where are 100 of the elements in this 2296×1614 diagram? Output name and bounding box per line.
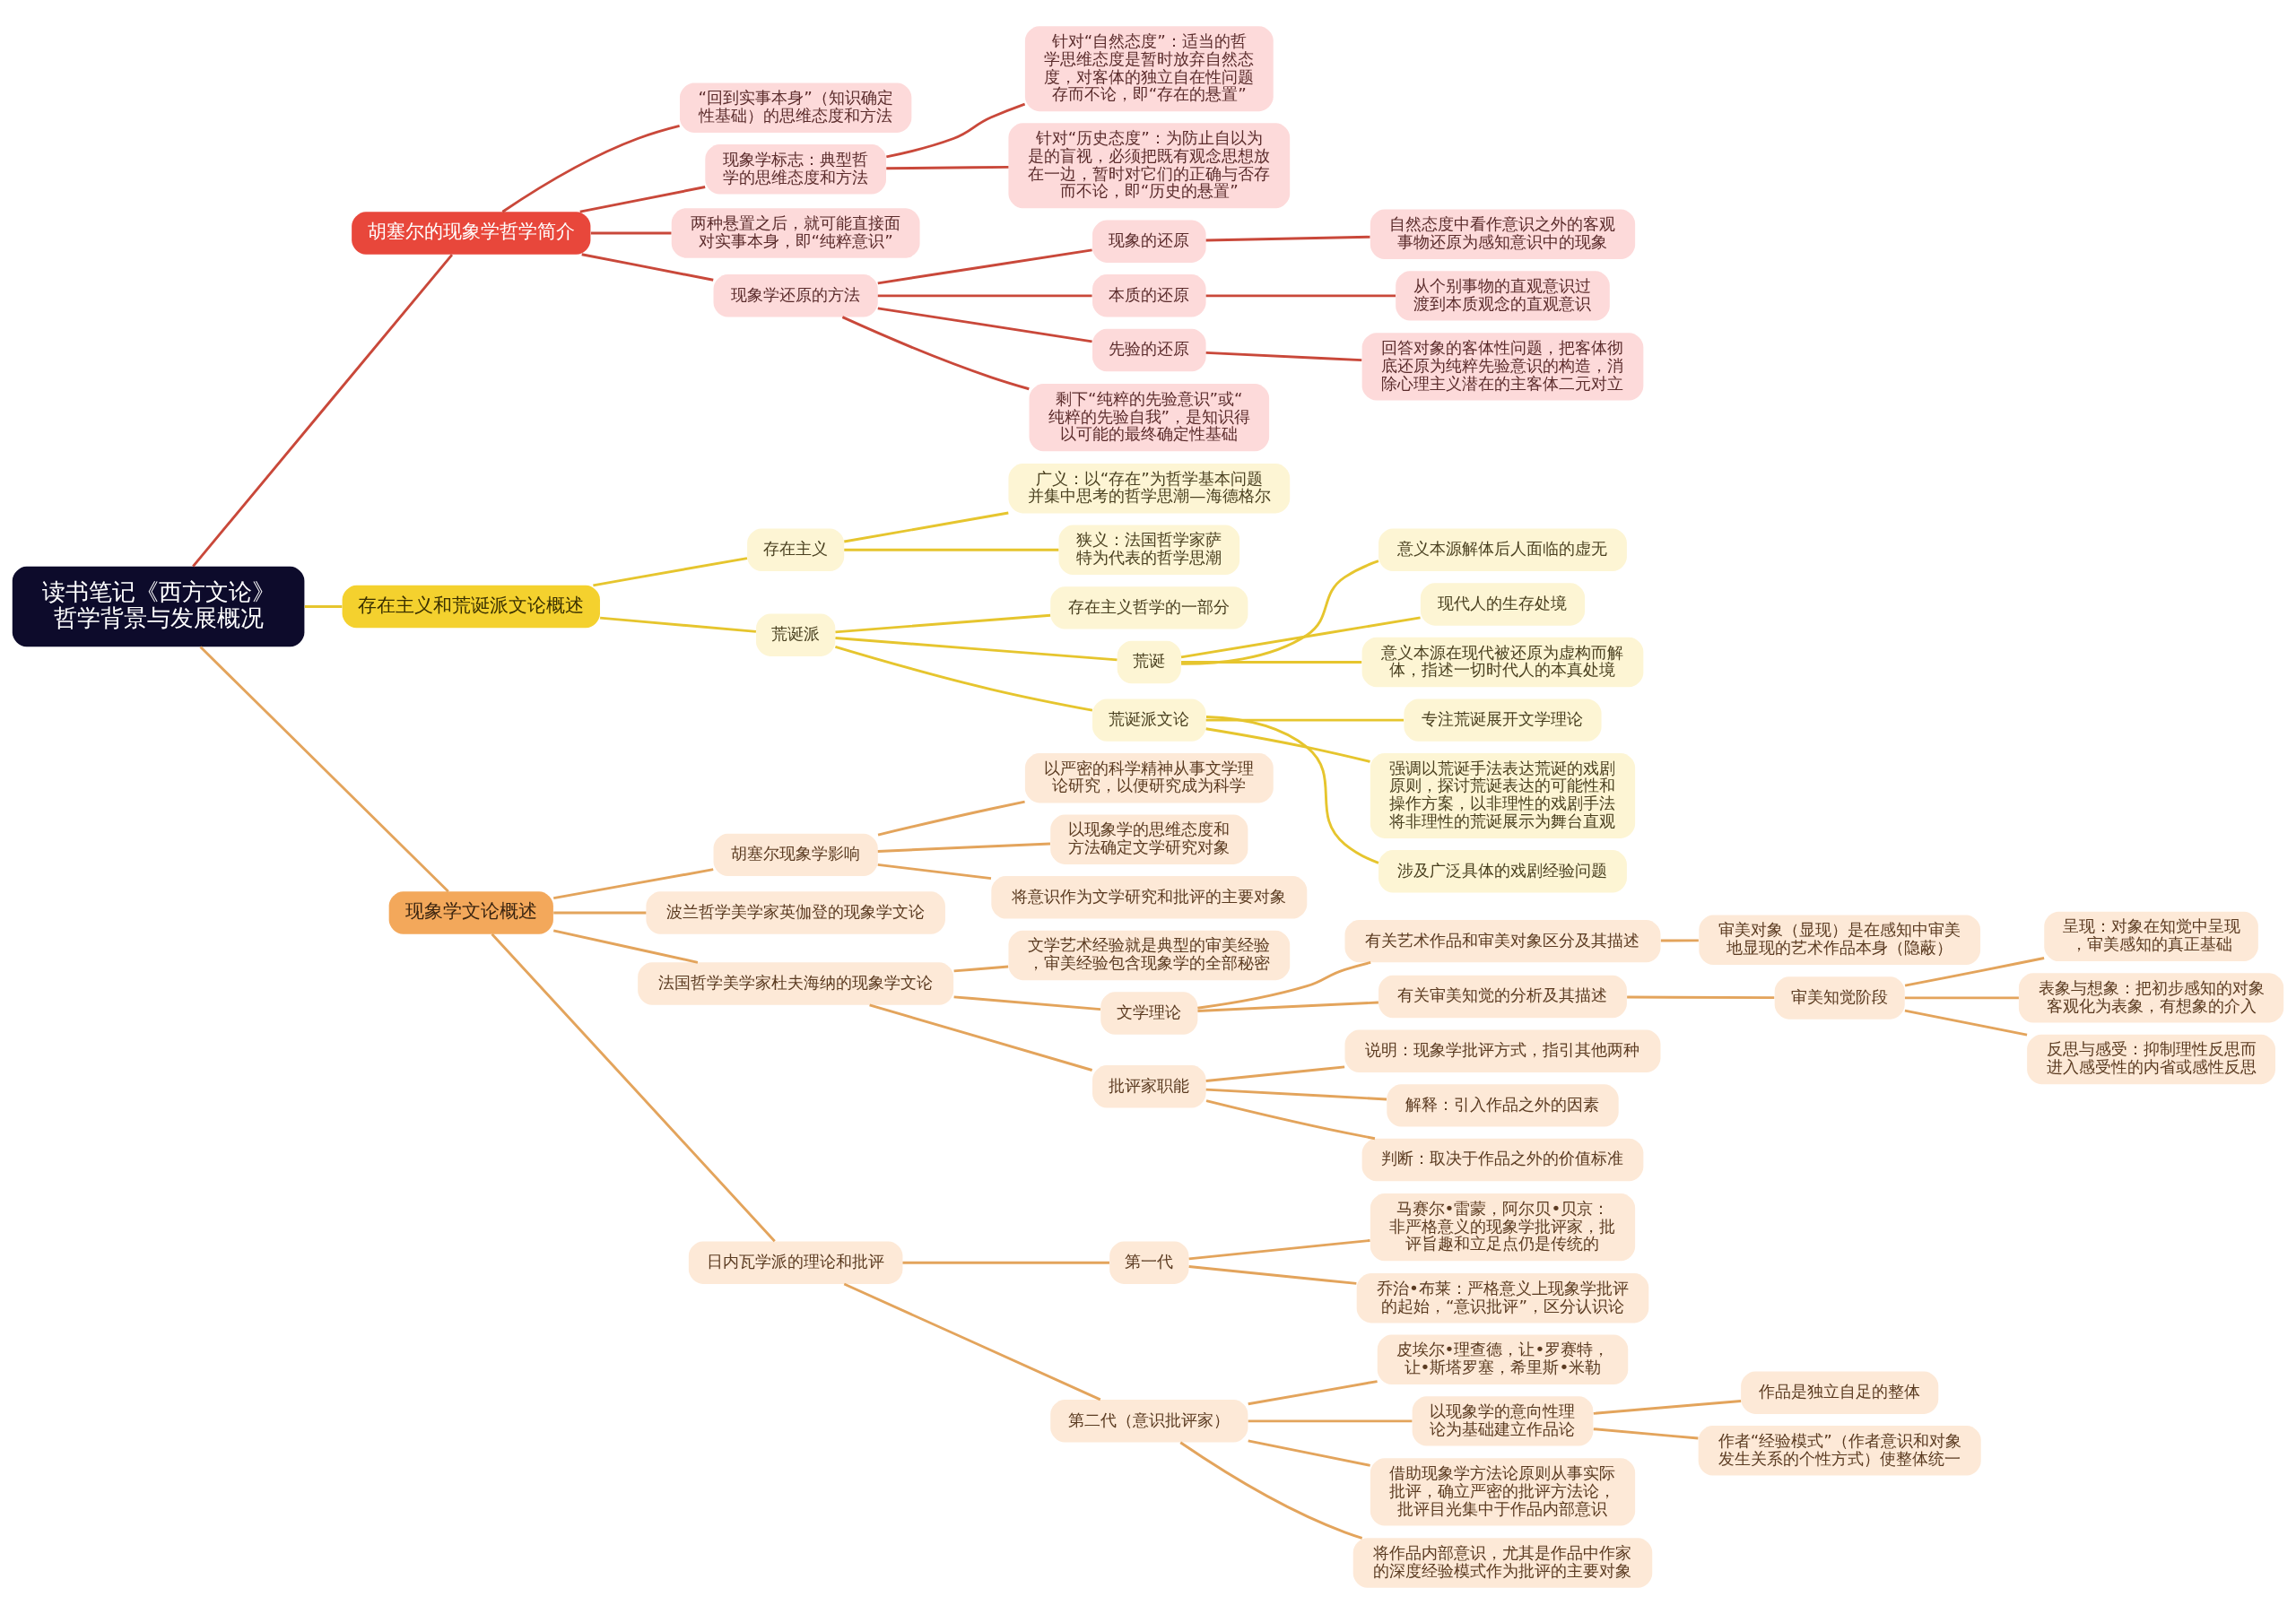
- connector: [1197, 961, 1371, 1010]
- node-box: 存在主义: [747, 528, 845, 571]
- node-box: 意义本源解体后人面临的虚无: [1378, 528, 1627, 571]
- connector: [835, 637, 1118, 662]
- connector: [192, 254, 454, 568]
- connector: [1205, 1099, 1376, 1141]
- node-box: 本质的还原: [1092, 274, 1206, 317]
- node-box: 以现象学的思维态度和方法确定文学研究对象: [1050, 814, 1248, 864]
- node-box: 作者“经验模式”（作者意识和对象发生关系的个性方式）使整体统一: [1698, 1426, 1981, 1476]
- node-box: 作品是独立自足的整体: [1741, 1371, 1939, 1414]
- connector: [593, 557, 748, 587]
- node-box: 狭义：法国哲学家萨特为代表的哲学思潮: [1058, 525, 1240, 575]
- connector: [844, 548, 1059, 551]
- node-box: 专注荒诞展开文学理论: [1404, 699, 1602, 742]
- node-box: 现象学文论概述: [388, 891, 553, 934]
- node-box: 荒诞派: [756, 613, 836, 656]
- connector: [1904, 1009, 2028, 1037]
- connector: [1627, 995, 1775, 1000]
- node-box: 反思与感受：抑制理性反思而进入感受性的内省或感性反思: [2027, 1034, 2275, 1085]
- connector: [886, 165, 1009, 170]
- node-box: 判断：取决于作品之外的价值标准: [1361, 1138, 1644, 1182]
- node-box: 审美对象（显现）是在感知中审美地显现的艺术作品本身（隐蔽）: [1699, 915, 1981, 965]
- node-box: 马赛尔•雷蒙，阿尔贝•贝京：非严格意义的现象学批评家，批评旨趣和立足点仍是传统的: [1370, 1193, 1636, 1262]
- connector: [841, 316, 1030, 391]
- node-box: 文学艺术经验就是典型的审美经验，审美经验包含现象学的全部秘密: [1008, 930, 1291, 981]
- connector: [1179, 1441, 1363, 1540]
- node-box: 第二代（意识批评家）: [1050, 1400, 1248, 1443]
- node-box: 现象的还原: [1092, 220, 1206, 263]
- node-box: 广义：以“存在”为哲学基本问题并集中思考的哲学思潮—海德格尔: [1008, 464, 1291, 514]
- node-box: 皮埃尔•理查德，让•罗赛特，让•斯塔罗塞，希里斯•米勒: [1377, 1334, 1629, 1384]
- node-box: 表象与想象：把初步感知的对象客观化为表象，有想象的介入: [2018, 973, 2284, 1023]
- node-box: 涉及广泛具体的戏剧经验问题: [1378, 850, 1627, 893]
- connector: [1181, 560, 1379, 665]
- connector: [599, 616, 757, 633]
- connector: [553, 911, 647, 915]
- node-box: 借助现象学方法论原则从事实际批评，确立严密的批评方法论，批评目光集中于作品内部意识: [1370, 1458, 1636, 1526]
- node-box: 有关审美知觉的分析及其描述: [1378, 975, 1627, 1019]
- node-box: 有关艺术作品和审美对象区分及其描述: [1344, 919, 1661, 963]
- connector: [1248, 1439, 1370, 1467]
- connector: [877, 294, 1092, 298]
- connector: [835, 645, 1093, 712]
- connector: [1205, 716, 1379, 864]
- node-box: 荒诞: [1117, 640, 1181, 684]
- node-box: 胡塞尔现象学影响: [713, 833, 878, 877]
- node-box: 批评家职能: [1092, 1065, 1206, 1108]
- connector: [902, 1261, 1109, 1264]
- node-box: 日内瓦学派的理论和批评: [688, 1241, 903, 1284]
- connector: [579, 186, 706, 213]
- node-box: 解释：引入作品之外的因素: [1387, 1084, 1619, 1127]
- node-box: 读书笔记《西方文论》哲学背景与发展概况: [12, 566, 305, 647]
- connector: [1205, 1065, 1345, 1082]
- connector: [844, 511, 1009, 543]
- connector: [1181, 661, 1362, 664]
- connector: [552, 929, 699, 964]
- connector: [553, 868, 714, 900]
- connector: [1593, 1400, 1742, 1415]
- node-box: 乔治•布莱：严格意义上现象学批评的起始，“意识批评”，区分认识论: [1356, 1273, 1649, 1323]
- connector: [1205, 718, 1405, 722]
- node-box: 强调以荒诞手法表达荒诞的戏剧原则，探讨荒诞表达的可能性和操作方案，以非理性的戏剧手法将非理性的荒诞展示为舞台直观: [1370, 753, 1636, 838]
- connector: [953, 995, 1101, 1011]
- node-box: 胡塞尔的现象学哲学简介: [352, 212, 591, 255]
- connector: [1180, 616, 1421, 659]
- node-box: 法国哲学美学家杜夫海纳的现象学文论: [638, 962, 954, 1005]
- connector: [1197, 1001, 1378, 1012]
- node-box: 将作品内部意识，尤其是作品中作家的深度经验模式作为批评的主要对象: [1352, 1538, 1653, 1588]
- connector: [1593, 1427, 1699, 1440]
- connector: [877, 800, 1025, 837]
- connector: [1904, 957, 2045, 987]
- connector: [1188, 1239, 1370, 1261]
- connector: [1205, 294, 1396, 298]
- connector: [953, 965, 1009, 973]
- connector: [1205, 351, 1362, 362]
- connector: [1205, 235, 1370, 242]
- connector: [1660, 939, 1699, 942]
- connector: [835, 613, 1051, 634]
- node-box: 针对“自然态度”：适当的哲学思维态度是暂时放弃自然态度，对客体的独立自在性问题存而不论，即“存在的悬置”: [1024, 26, 1274, 112]
- node-box: 从个别事物的直观意识过渡到本质观念的直观意识: [1396, 271, 1610, 321]
- node-box: 先验的还原: [1092, 328, 1206, 372]
- node-box: 文学理论: [1100, 992, 1198, 1035]
- node-box: 波兰哲学美学家英伽登的现象学文论: [646, 891, 945, 934]
- node-box: 意义本源在现代被还原为虚构而解体，指述一切时代人的本真处境: [1361, 637, 1644, 688]
- connector: [877, 248, 1092, 285]
- connector: [886, 102, 1026, 159]
- node-box: “回到实事本身”（知识确定性基础）的思维态度和方法: [679, 82, 912, 133]
- connector: [1188, 1265, 1357, 1285]
- node-box: 现象学标志：典型哲学的思维态度和方法: [705, 144, 886, 195]
- connector: [199, 646, 449, 893]
- connector: [1248, 1419, 1413, 1423]
- node-box: 存在主义和荒诞派文论概述: [342, 585, 600, 629]
- connector: [869, 1003, 1093, 1072]
- node-box: 现代人的生存处境: [1420, 583, 1586, 626]
- node-box: 存在主义哲学的一部分: [1050, 586, 1248, 629]
- connector: [1205, 727, 1370, 763]
- connector: [877, 307, 1092, 343]
- node-box: 以严密的科学精神从事文学理论研究，以便研究成为科学: [1024, 753, 1274, 803]
- connector: [1904, 996, 2019, 1000]
- node-box: 现象学还原的方法: [713, 274, 878, 317]
- connector: [581, 253, 714, 282]
- connector: [590, 231, 672, 235]
- node-box: 荒诞派文论: [1092, 699, 1206, 742]
